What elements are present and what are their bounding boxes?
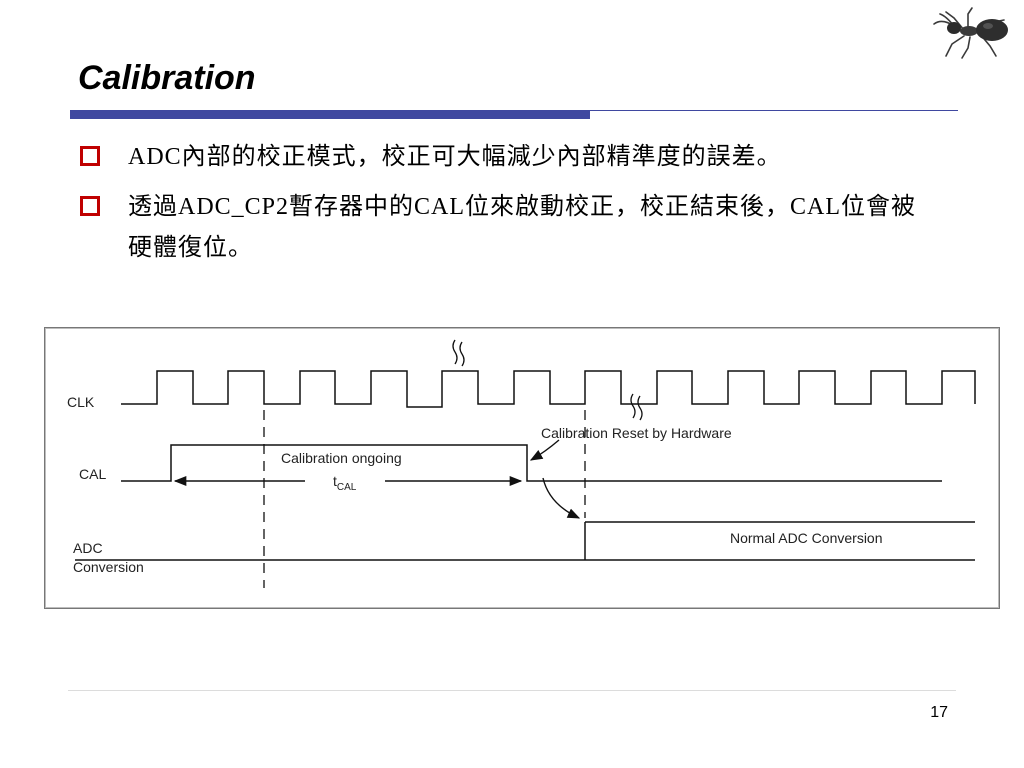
cal-waveform	[121, 444, 942, 482]
bullet-item: 透過ADC_CP2暫存器中的CAL位來啟動校正，校正結束後，CAL位會被硬體復位…	[80, 186, 940, 268]
clk-label: CLK	[67, 394, 95, 410]
clk-break-symbol	[630, 393, 643, 421]
reset-arrow	[529, 439, 560, 461]
adc-label: ADC	[73, 540, 103, 556]
bullet-text: ADC內部的校正模式，校正可大幅減少內部精準度的誤差。	[128, 144, 782, 170]
calibration-ongoing-label: Calibration ongoing	[281, 450, 402, 466]
conversion-label: Conversion	[73, 559, 144, 575]
tcal-label: tCAL	[333, 473, 357, 493]
footer-rule	[68, 690, 956, 691]
cal-label: CAL	[79, 466, 106, 482]
slide-title: Calibration	[78, 59, 256, 97]
clk-waveform	[121, 370, 976, 408]
title-accent-bar	[70, 111, 590, 119]
clk-break-symbol	[452, 339, 465, 367]
normal-adc-conversion-label: Normal ADC Conversion	[730, 530, 883, 546]
square-bullet-icon	[80, 146, 100, 166]
bullet-text: 透過ADC_CP2暫存器中的CAL位來啟動校正，校正結束後，CAL位會被硬體復位…	[128, 194, 917, 261]
square-bullet-icon	[80, 196, 100, 216]
ant-icon	[933, 7, 1008, 59]
title-rule	[70, 110, 958, 111]
adc-start-arrow	[542, 477, 581, 519]
reset-by-hardware-label: Calibration Reset by Hardware	[541, 425, 732, 441]
bullet-list: ADC內部的校正模式，校正可大幅減少內部精準度的誤差。 透過ADC_CP2暫存器…	[80, 136, 940, 277]
bullet-item: ADC內部的校正模式，校正可大幅減少內部精準度的誤差。	[80, 136, 940, 177]
page-number: 17	[930, 704, 948, 721]
calibration-timing-diagram: CLK CAL ADC Conversion Calibration ongoi…	[44, 327, 1000, 609]
